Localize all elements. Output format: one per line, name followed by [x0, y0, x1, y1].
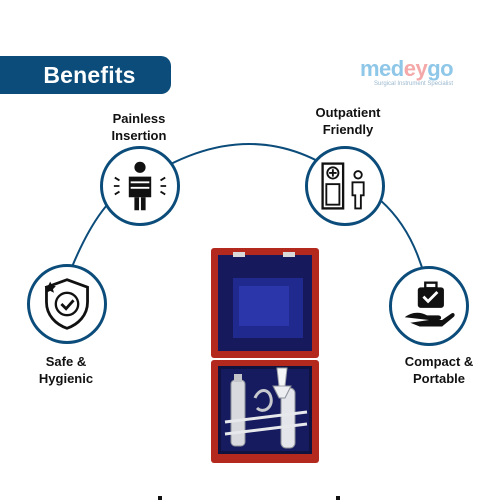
logo-part-2: ey	[403, 56, 428, 81]
benefits-title: Benefits	[43, 61, 136, 88]
circle-outpatient-friendly	[305, 146, 385, 226]
meddeygo-logo: medeygo Surgical Instrument Specialist	[360, 58, 478, 92]
label-outpatient-friendly: Outpatient Friendly	[315, 105, 381, 137]
circle-painless-insertion	[100, 146, 180, 226]
logo-tagline: Surgical Instrument Specialist	[374, 81, 454, 87]
product-case-image	[211, 248, 319, 463]
hand-briefcase-icon	[404, 281, 455, 327]
benefits-banner: Benefits	[0, 56, 171, 94]
circle-compact-portable	[389, 266, 469, 346]
shield-check-icon	[44, 278, 89, 330]
logo-part-1: med	[360, 56, 404, 81]
next-row-icons-partial	[158, 496, 340, 500]
logo-part-3: go	[427, 56, 454, 81]
label-painless-insertion: Painless Insertion	[111, 111, 167, 143]
clinic-door-icon	[321, 162, 365, 210]
circle-safe-hygienic	[27, 264, 107, 344]
label-safe-hygienic: Safe & Hygienic	[38, 354, 94, 386]
label-compact-portable: Compact & Portable	[404, 354, 474, 386]
patient-icon	[113, 161, 167, 211]
